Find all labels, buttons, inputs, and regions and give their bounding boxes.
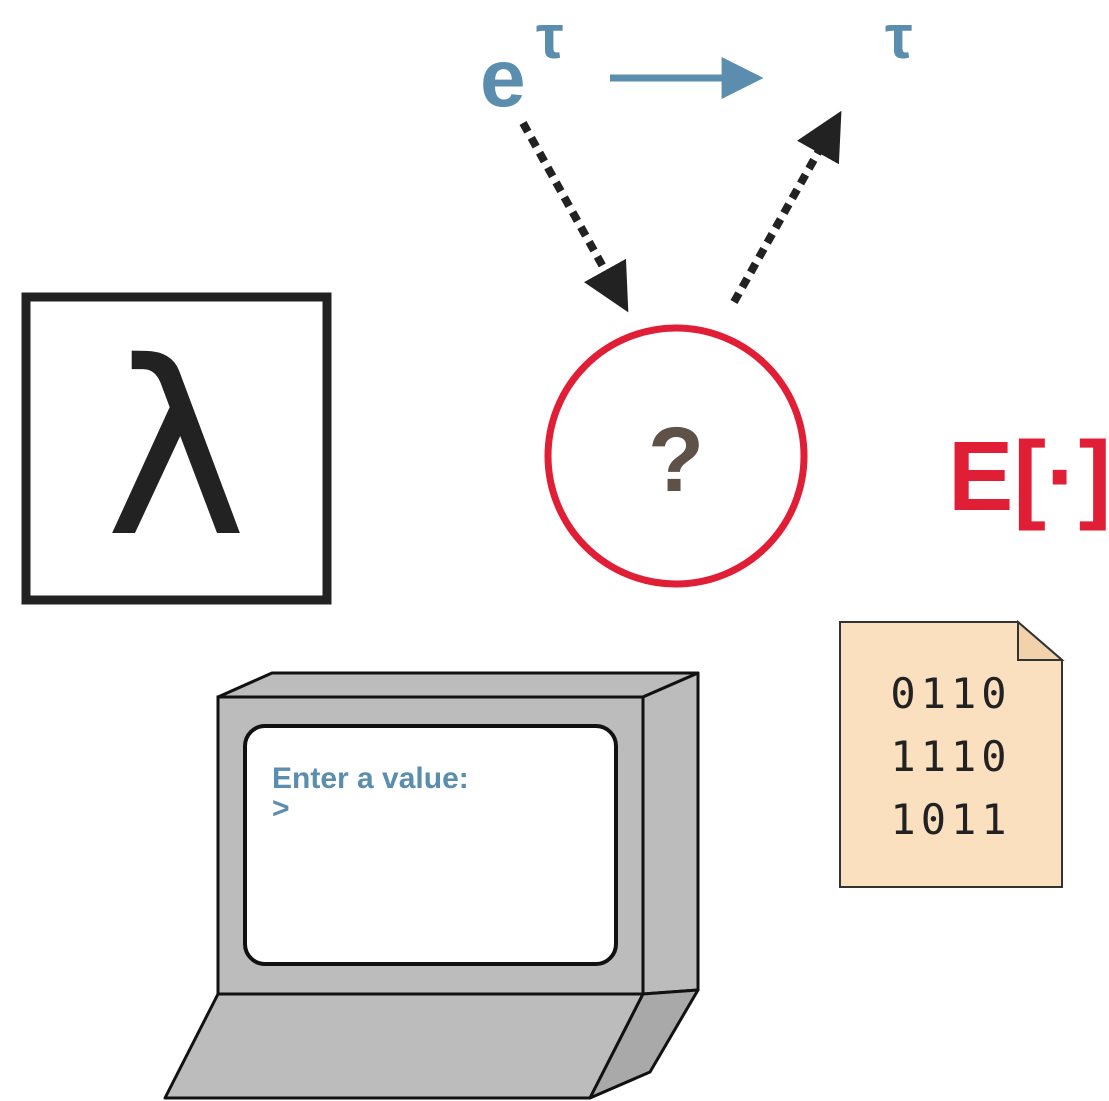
result-type-tau: τ (885, 3, 913, 72)
computer-terminal: Enter a value: > (163, 671, 700, 1100)
typing-judgement: e τ τ (480, 3, 913, 124)
monitor-side-face (641, 671, 700, 996)
binary-line-2: 1110 (890, 732, 1011, 781)
binary-line-3: 1011 (890, 795, 1011, 844)
keyboard-side (588, 988, 700, 1100)
lambda-box: λ (21, 292, 332, 605)
lambda-symbol: λ (105, 310, 247, 590)
expression-type-superscript: τ (536, 3, 564, 72)
terminal-screen (243, 724, 618, 966)
checker-circle (544, 324, 808, 588)
file-sheet (839, 621, 1063, 888)
binary-file-icon: 0110 1110 1011 (839, 619, 1065, 888)
monitor-top-face (216, 671, 700, 699)
lambda-box-frame (21, 292, 332, 605)
terminal-cursor: > (272, 792, 290, 825)
keyboard-base (163, 992, 645, 1100)
dotted-arrow-out-of-checker (730, 110, 842, 304)
expression-e: e (480, 33, 526, 124)
question-mark: ? (648, 409, 704, 511)
type-checker-node: ? (544, 324, 808, 588)
dotted-arrow-into-checker (519, 121, 629, 313)
file-folded-corner (1017, 619, 1065, 661)
terminal-prompt-text: Enter a value: (272, 762, 469, 795)
binary-line-1: 0110 (890, 669, 1011, 718)
evaluation-context-label: E[·] (948, 421, 1109, 531)
